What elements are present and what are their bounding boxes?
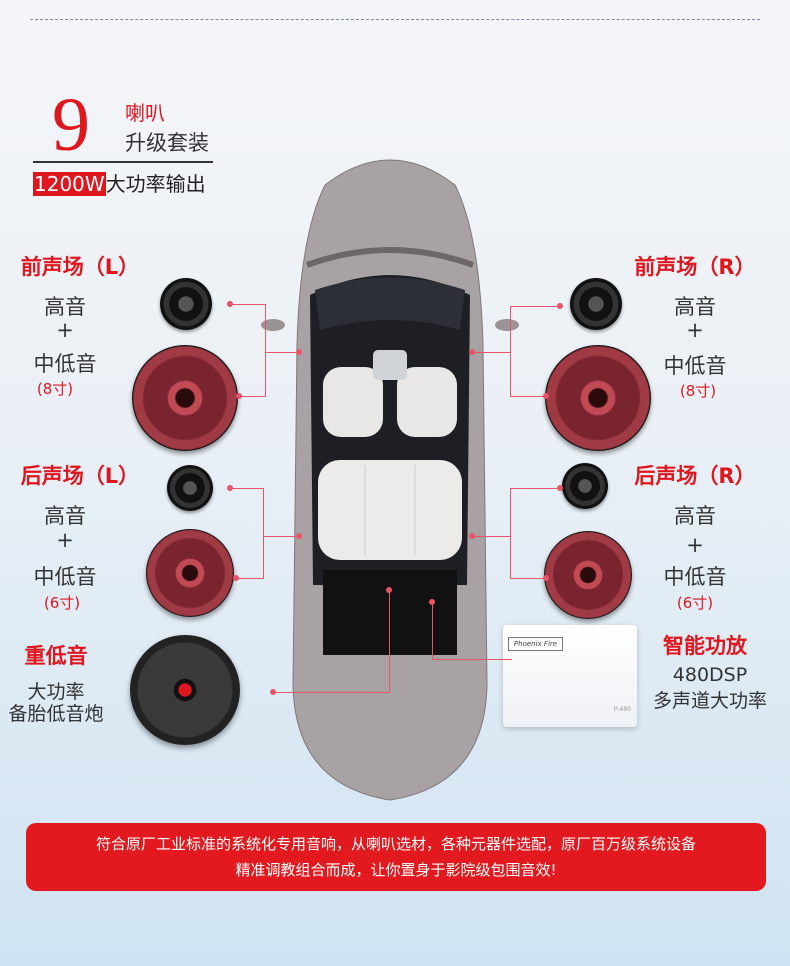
front-left-plus: + bbox=[56, 318, 74, 342]
subwoofer-line2: 备胎低音炮 bbox=[8, 703, 104, 725]
rear-right-woofer bbox=[544, 531, 632, 619]
amplifier-desc: 多声道大功率 bbox=[652, 690, 767, 712]
description-banner: 符合原厂工业标准的系统化专用音响，从喇叭选材，各种元器件选配，原厂百万级系统设备… bbox=[26, 823, 766, 891]
amplifier-model-label: P-480 bbox=[613, 706, 631, 713]
subwoofer-line1: 大功率 bbox=[27, 681, 85, 703]
header-line2: 升级套装 bbox=[125, 131, 209, 155]
power-output: 1200W大功率输出 bbox=[33, 168, 206, 197]
subwoofer bbox=[130, 635, 240, 745]
front-left-size: (8寸) bbox=[36, 380, 74, 398]
front-left-tweeter bbox=[160, 278, 212, 330]
rear-right-woofer-label: 中低音 bbox=[663, 565, 727, 589]
power-text: 大功率输出 bbox=[105, 172, 206, 196]
rear-right-size: (6寸) bbox=[676, 594, 714, 612]
front-left-woofer bbox=[132, 345, 238, 451]
rear-left-plus: + bbox=[56, 528, 74, 552]
front-right-tweeter bbox=[570, 278, 622, 330]
rear-left-tweeter-label: 高音 bbox=[44, 504, 86, 528]
rear-left-tweeter bbox=[167, 465, 213, 511]
front-right-woofer bbox=[545, 345, 651, 451]
header-divider bbox=[33, 161, 213, 163]
rear-left-title: 后声场（L） bbox=[20, 464, 140, 488]
front-left-title: 前声场（L） bbox=[20, 255, 140, 279]
front-left-tweeter-label: 高音 bbox=[44, 295, 86, 319]
front-left-woofer-label: 中低音 bbox=[33, 352, 97, 376]
rear-right-plus: + bbox=[686, 533, 704, 557]
front-right-title: 前声场（R） bbox=[634, 255, 756, 279]
top-divider bbox=[30, 19, 760, 20]
front-right-plus: + bbox=[686, 318, 704, 342]
rear-left-woofer bbox=[146, 529, 234, 617]
rear-left-size: (6寸) bbox=[43, 594, 81, 612]
front-right-tweeter-label: 高音 bbox=[674, 295, 716, 319]
rear-right-tweeter bbox=[562, 463, 608, 509]
header-line1: 喇叭 bbox=[125, 101, 165, 125]
banner-line1: 符合原厂工业标准的系统化专用音响，从喇叭选材，各种元器件选配，原厂百万级系统设备 bbox=[95, 835, 696, 853]
power-highlight: 1200W bbox=[33, 172, 106, 196]
rear-right-title: 后声场（R） bbox=[634, 464, 756, 488]
rear-right-tweeter-label: 高音 bbox=[674, 504, 716, 528]
front-right-size: (8寸) bbox=[679, 382, 717, 400]
subwoofer-title: 重低音 bbox=[24, 644, 88, 668]
front-right-woofer-label: 中低音 bbox=[663, 354, 727, 378]
rear-left-woofer-label: 中低音 bbox=[33, 565, 97, 589]
car-top-view bbox=[261, 159, 519, 801]
amplifier-logo: Phoenix Fire bbox=[508, 637, 563, 651]
amplifier-title: 智能功放 bbox=[663, 634, 747, 658]
amplifier-model: 480DSP bbox=[672, 664, 748, 686]
banner-line2: 精准调教组合而成，让你置身于影院级包围音效! bbox=[235, 861, 557, 879]
speaker-count: 9 bbox=[52, 83, 90, 167]
